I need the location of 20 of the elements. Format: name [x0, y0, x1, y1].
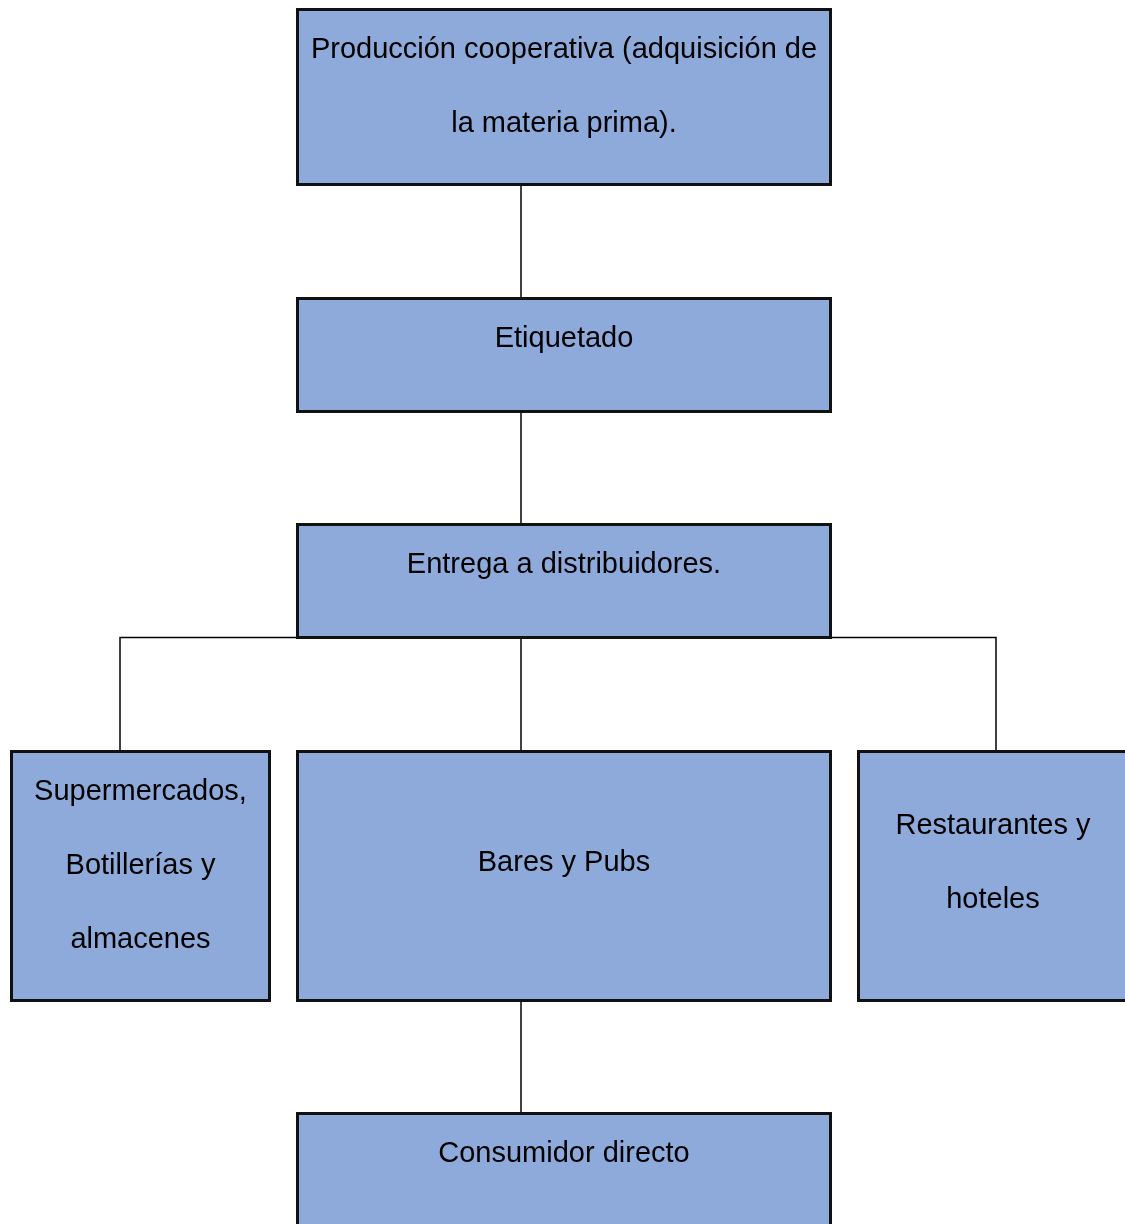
- connector-line: [831, 636, 997, 751]
- box-label: Consumidor directo: [437, 1135, 691, 1170]
- connector-line: [520, 185, 522, 298]
- connector-line: [520, 638, 522, 751]
- process-box: [857, 750, 1125, 1002]
- process-box: [10, 750, 271, 1002]
- box-label: Bares y Pubs: [476, 844, 652, 879]
- box-label: Supermercados, Botillerías y almacenes: [33, 773, 248, 956]
- box-label: Restaurantes y hoteles: [894, 807, 1092, 916]
- process-box: [296, 297, 832, 413]
- connector-line: [520, 1001, 522, 1113]
- box-label: Etiquetado: [493, 320, 635, 355]
- connector-line: [520, 412, 522, 524]
- process-box: [296, 1112, 832, 1224]
- process-box: [296, 8, 832, 186]
- box-label: Producción cooperativa (adquisición de la materia prima).: [309, 31, 819, 140]
- connector-line: [119, 636, 297, 751]
- process-box: [296, 750, 832, 1002]
- process-box: [296, 523, 832, 639]
- box-label: Entrega a distribuidores.: [405, 546, 723, 581]
